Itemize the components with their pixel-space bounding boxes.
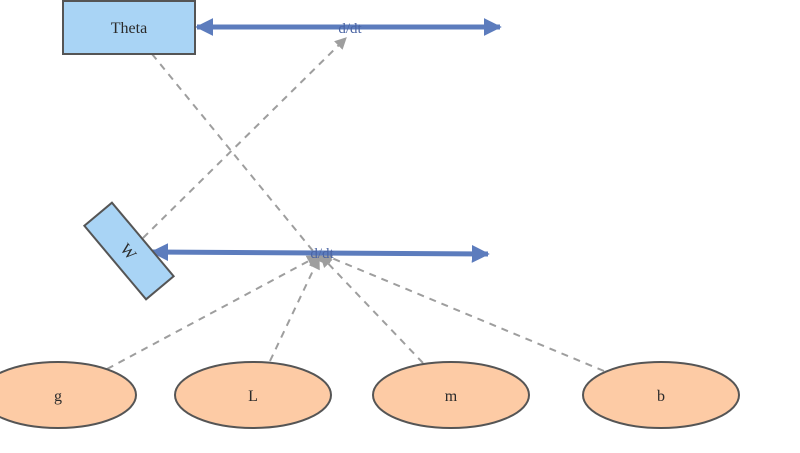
param-ellipse[interactable] — [582, 361, 740, 429]
flow-label: d/dt — [310, 246, 334, 262]
param-label: g — [54, 388, 62, 405]
stock-theta[interactable]: Theta — [62, 0, 196, 55]
link-g-to-dw — [106, 255, 320, 370]
stock-w[interactable]: W — [82, 201, 176, 301]
link-m-to-dw — [320, 255, 424, 364]
link-L-to-dw — [269, 256, 320, 362]
param-m[interactable]: m — [372, 361, 530, 429]
link-theta-to-dw — [151, 53, 323, 263]
param-ellipse[interactable] — [0, 361, 137, 429]
param-label: L — [248, 388, 258, 405]
flow-label: d/dt — [338, 21, 362, 37]
param-ellipse[interactable] — [174, 361, 332, 429]
param-label: m — [445, 388, 458, 405]
stock-box[interactable] — [82, 201, 176, 301]
link-b-to-dw — [320, 252, 605, 372]
param-ellipse[interactable] — [372, 361, 530, 429]
param-label: b — [657, 388, 665, 405]
flow-arrow[interactable] — [150, 243, 490, 263]
param-b[interactable]: b — [582, 361, 740, 429]
flow-dw[interactable]: d/dt — [150, 243, 490, 263]
link-w-to-dtheta — [142, 37, 347, 239]
influence-links — [106, 37, 605, 372]
param-L[interactable]: L — [174, 361, 332, 429]
stock-label: Theta — [111, 20, 147, 37]
stock-box[interactable] — [62, 0, 196, 55]
param-g[interactable]: g — [0, 361, 137, 429]
flow-dtheta[interactable]: d/dt — [195, 18, 502, 37]
